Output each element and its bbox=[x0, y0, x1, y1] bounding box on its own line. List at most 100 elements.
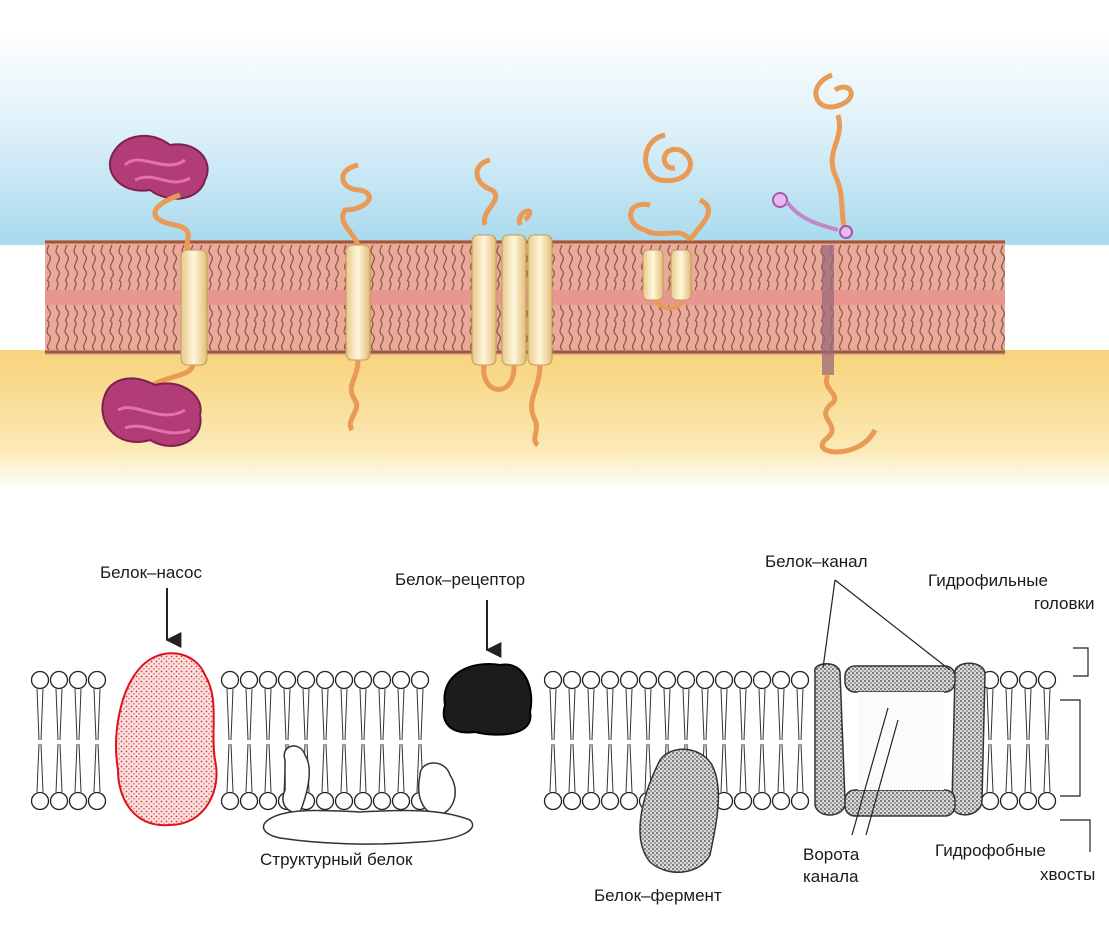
label-enzyme: Белок–фермент bbox=[594, 886, 722, 905]
lipid-tail bbox=[246, 744, 252, 792]
lipid-head bbox=[222, 793, 239, 810]
lipid-tail bbox=[37, 689, 43, 740]
lipid-tail bbox=[322, 689, 328, 740]
label-receptor: Белок–рецептор bbox=[395, 570, 525, 589]
lipid-head bbox=[412, 672, 429, 689]
lipid-head bbox=[1020, 672, 1037, 689]
label-pump: Белок–насос bbox=[100, 563, 202, 582]
lipid-head bbox=[355, 793, 372, 810]
lipid-tail bbox=[607, 744, 613, 792]
lipid-head bbox=[374, 793, 391, 810]
lipid-tail bbox=[1025, 689, 1031, 740]
lipid-head bbox=[564, 672, 581, 689]
lipid-tail bbox=[398, 689, 404, 740]
lipid-head bbox=[773, 672, 790, 689]
lipid-tail bbox=[797, 689, 803, 740]
lipid-tail bbox=[550, 689, 556, 740]
lipid-head bbox=[1039, 672, 1056, 689]
extracellular-space bbox=[0, 30, 1109, 245]
lipid-head bbox=[754, 672, 771, 689]
lipid-tail bbox=[740, 744, 746, 792]
lipid-tail bbox=[702, 689, 708, 740]
lipid-tail bbox=[645, 689, 651, 740]
lipid-head bbox=[393, 793, 410, 810]
lipid-head bbox=[773, 793, 790, 810]
label-channel: Белок–канал bbox=[765, 552, 868, 571]
lipid-head bbox=[70, 672, 87, 689]
label-hydrophobic-2: хвосты bbox=[1040, 865, 1095, 884]
lipid-tail bbox=[322, 744, 328, 792]
lipid-tail bbox=[56, 689, 62, 740]
lipid-head bbox=[735, 793, 752, 810]
lipid-head bbox=[583, 793, 600, 810]
lipid-head bbox=[51, 672, 68, 689]
lipid-tail bbox=[569, 744, 575, 792]
label-structural: Структурный белок bbox=[260, 850, 413, 869]
lipid-head bbox=[222, 672, 239, 689]
lipid-tail bbox=[227, 689, 233, 740]
lipid-tail bbox=[75, 744, 81, 792]
lipid-tail bbox=[37, 744, 43, 792]
lipid-tail bbox=[94, 689, 100, 740]
lipid-tail bbox=[740, 689, 746, 740]
lipid-tail bbox=[398, 744, 404, 792]
lipid-head bbox=[659, 672, 676, 689]
lipid-head bbox=[355, 672, 372, 689]
lipid-tail bbox=[626, 744, 632, 792]
lipid-tail bbox=[265, 689, 271, 740]
lipid-head bbox=[564, 793, 581, 810]
lipid-head bbox=[735, 672, 752, 689]
lipid-head bbox=[602, 672, 619, 689]
lipid-tail bbox=[569, 689, 575, 740]
lipid-head bbox=[621, 672, 638, 689]
lipid-head bbox=[32, 672, 49, 689]
lipid-tail bbox=[75, 689, 81, 740]
lipid-tail bbox=[778, 689, 784, 740]
lipid-tail bbox=[987, 689, 993, 740]
lipid-head bbox=[241, 672, 258, 689]
lipid-tail bbox=[56, 744, 62, 792]
lipid-head bbox=[374, 672, 391, 689]
lipid-tail bbox=[1006, 744, 1012, 792]
lipid-head bbox=[621, 793, 638, 810]
lipid-head bbox=[51, 793, 68, 810]
lipid-head bbox=[1001, 793, 1018, 810]
lipid-tail bbox=[664, 689, 670, 740]
lipid-tail bbox=[1006, 689, 1012, 740]
lipid-tail bbox=[778, 744, 784, 792]
lipid-head bbox=[792, 672, 809, 689]
lipid-tail bbox=[360, 744, 366, 792]
lipid-head bbox=[317, 793, 334, 810]
pump-protein bbox=[116, 653, 216, 825]
lipid-head bbox=[545, 672, 562, 689]
lipid-tail bbox=[626, 689, 632, 740]
lipid-tail bbox=[246, 689, 252, 740]
lipid-head bbox=[640, 672, 657, 689]
lipid-head bbox=[754, 793, 771, 810]
lipid-head bbox=[1001, 672, 1018, 689]
lipid-tail bbox=[797, 744, 803, 792]
lipid-head bbox=[260, 672, 277, 689]
lipid-tail bbox=[417, 689, 423, 740]
lipid-head bbox=[678, 672, 695, 689]
lipid-head bbox=[1020, 793, 1037, 810]
lipid-head bbox=[1039, 793, 1056, 810]
lipid-head bbox=[336, 672, 353, 689]
lipid-head bbox=[260, 793, 277, 810]
lipid-tail bbox=[588, 744, 594, 792]
label-hydrophilic-1: Гидрофильные bbox=[928, 571, 1048, 590]
lipid-head bbox=[716, 672, 733, 689]
lipid-head bbox=[792, 793, 809, 810]
lipid-tail bbox=[227, 744, 233, 792]
lipid-tail bbox=[759, 689, 765, 740]
lipid-head bbox=[697, 672, 714, 689]
lipid-head bbox=[317, 672, 334, 689]
membrane-schematic: Белок–насос Белок–рецептор Белок–канал Г… bbox=[32, 552, 1096, 905]
lipid-head bbox=[241, 793, 258, 810]
lipid-tail bbox=[759, 744, 765, 792]
lipid-tail bbox=[1044, 689, 1050, 740]
lipid-tail bbox=[94, 744, 100, 792]
lipid-tail bbox=[683, 689, 689, 740]
lipid-head bbox=[279, 672, 296, 689]
enzyme-protein bbox=[640, 749, 718, 872]
